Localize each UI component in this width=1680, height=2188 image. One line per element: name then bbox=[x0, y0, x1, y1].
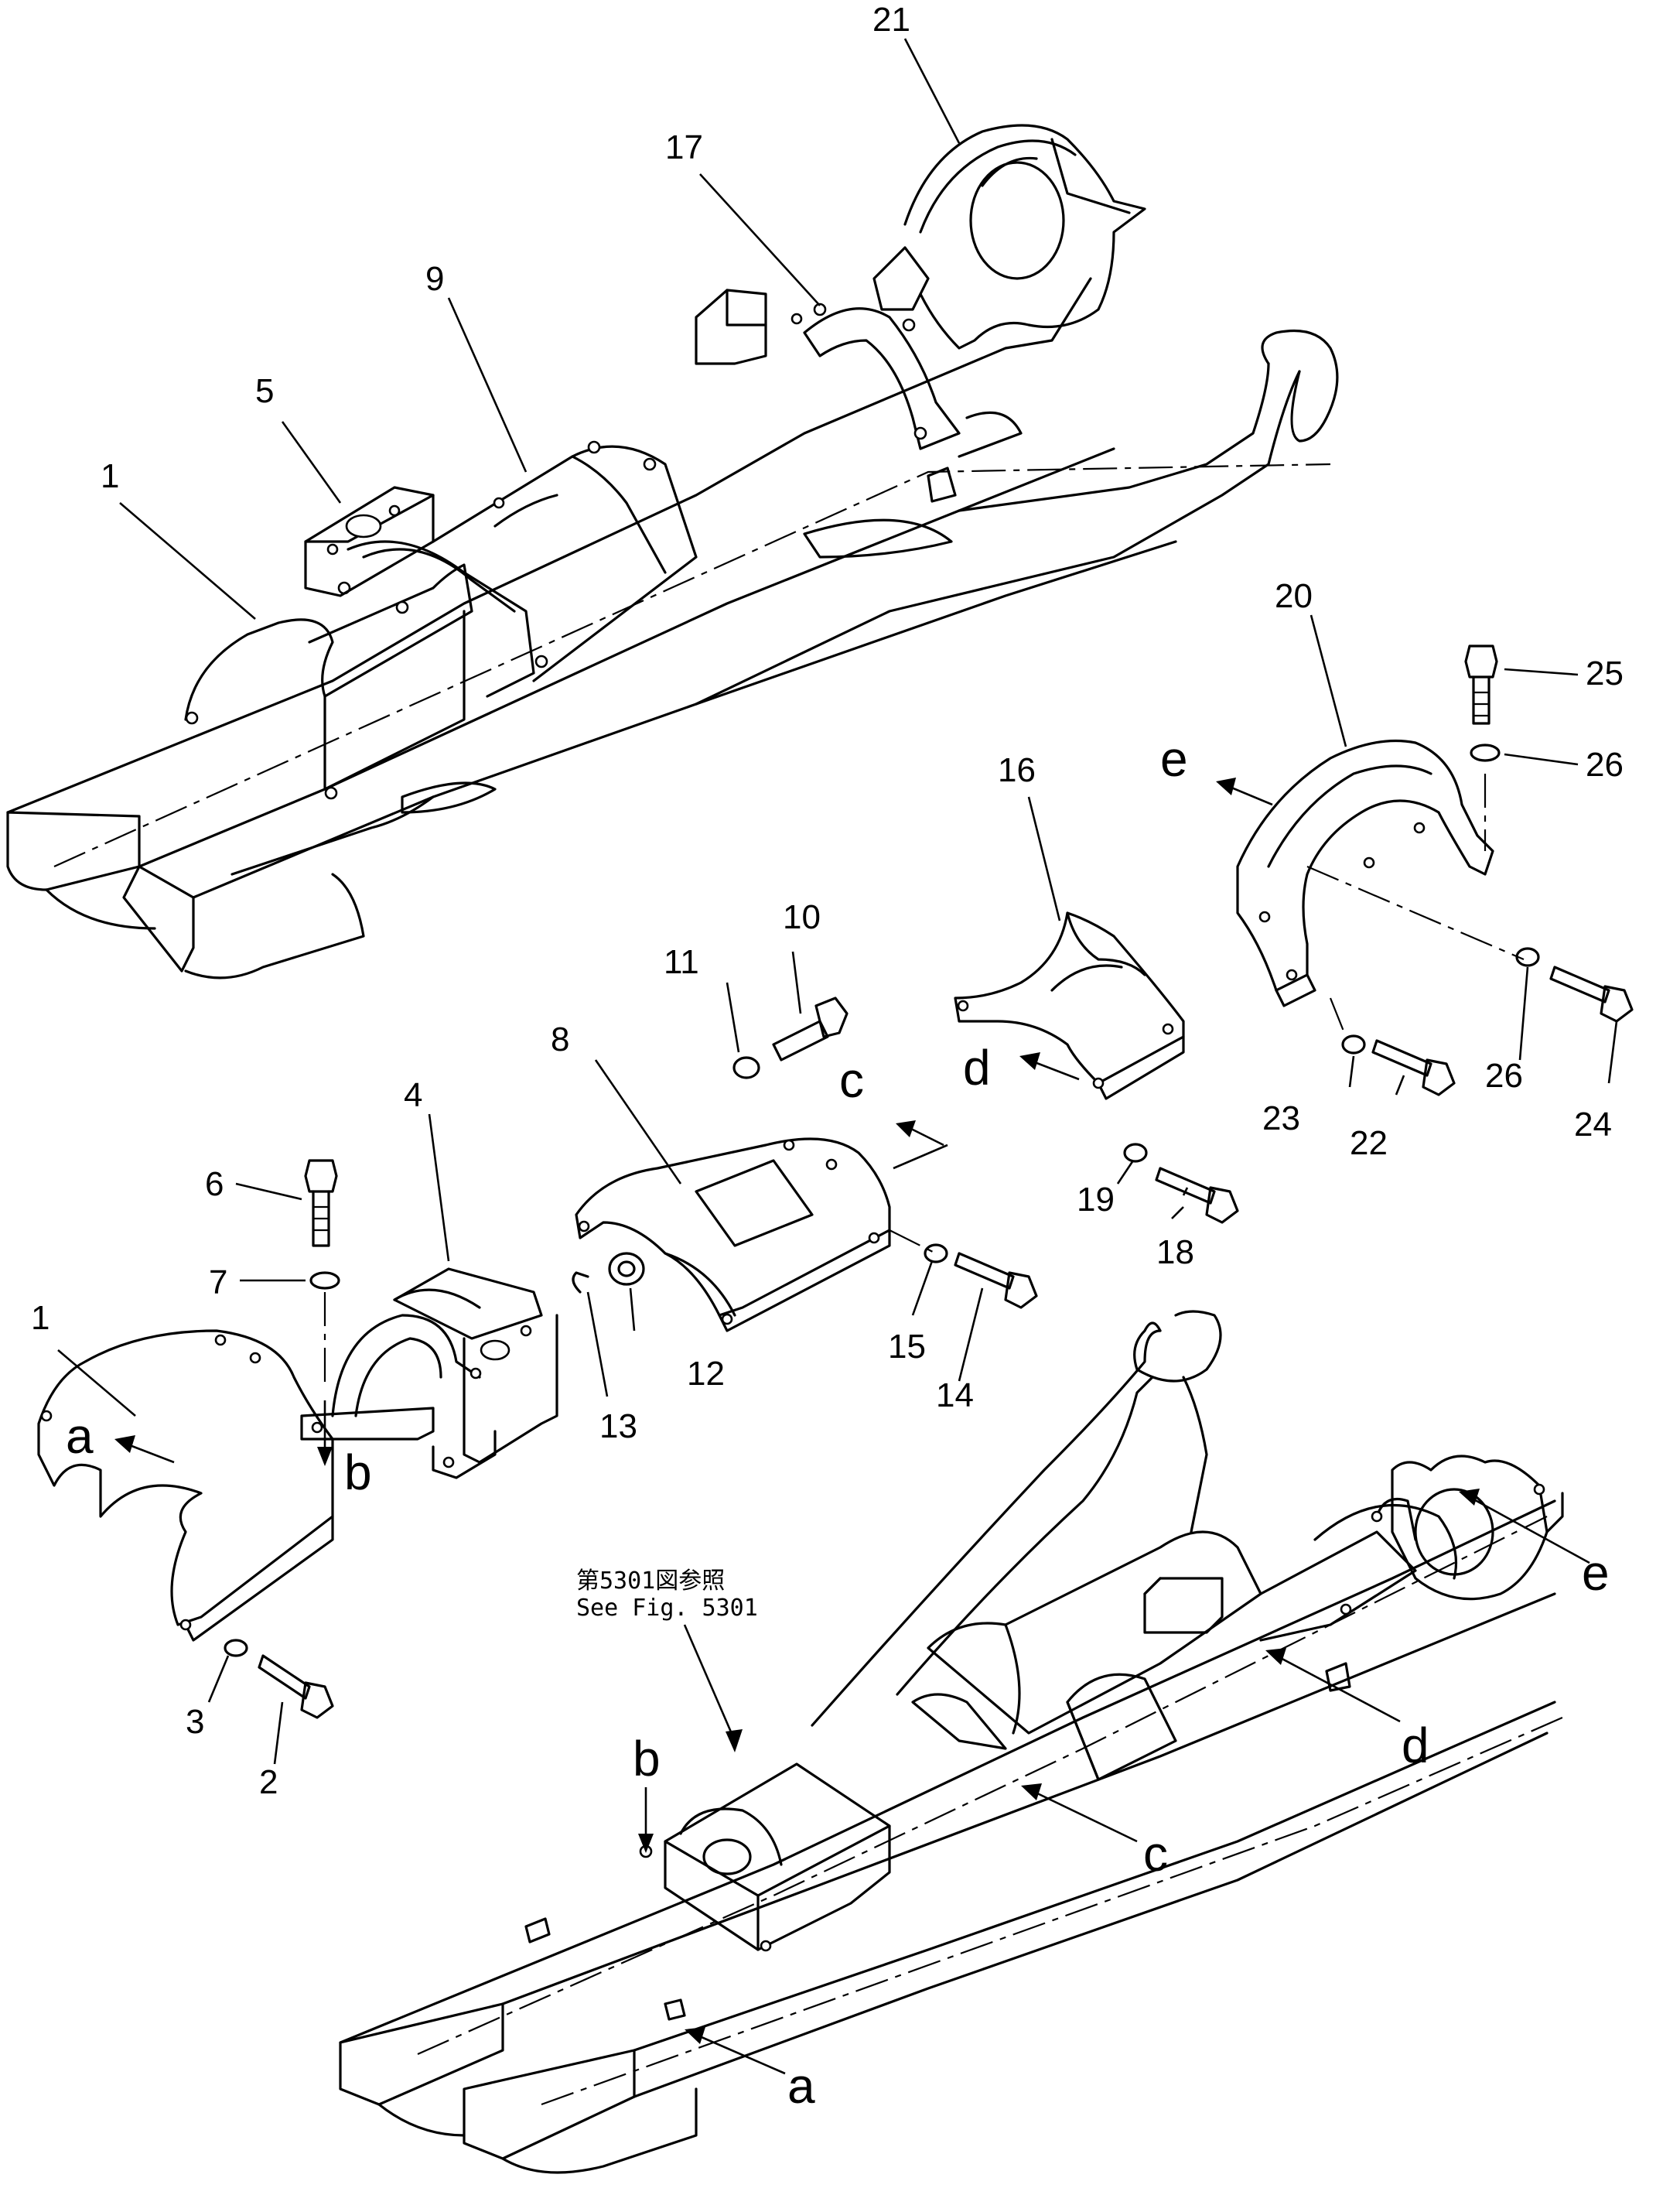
label-letter-a-part: a bbox=[66, 1408, 94, 1464]
top-assembly bbox=[6, 124, 1339, 979]
label-letter-b-frame: b bbox=[633, 1731, 661, 1786]
top-body-upper-edge bbox=[6, 277, 1092, 814]
label-part-12: 12 bbox=[687, 1355, 725, 1393]
top-cover-9 bbox=[432, 445, 698, 682]
part-10-bolt bbox=[772, 997, 849, 1062]
label-part-2: 2 bbox=[259, 1763, 278, 1801]
top-mount-box bbox=[695, 289, 767, 365]
label-part-3: 3 bbox=[186, 1703, 204, 1741]
part-16-cover bbox=[954, 911, 1185, 1085]
leader-lines bbox=[57, 38, 1618, 1765]
part-3-washer bbox=[224, 1639, 248, 1657]
label-letter-b-part: b bbox=[344, 1444, 372, 1500]
label-part-5: 5 bbox=[255, 372, 274, 410]
part-4-bracket bbox=[300, 1407, 435, 1441]
bottom-body bbox=[927, 1530, 1262, 1735]
top-centerline bbox=[53, 463, 1331, 868]
part-26-washer-lower bbox=[1515, 947, 1540, 967]
top-rail-end-left bbox=[6, 811, 141, 891]
label-letter-e-part: e bbox=[1160, 731, 1188, 787]
label-part-20: 20 bbox=[1275, 577, 1313, 615]
part-number-labels: 1 5 9 17 21 20 25 26 16 10 11 8 4 6 7 1 … bbox=[31, 1, 1624, 1801]
top-guard-21 bbox=[903, 124, 1146, 350]
part-15-washer bbox=[924, 1243, 948, 1263]
bottom-frame bbox=[339, 1310, 1564, 2174]
label-part-10: 10 bbox=[783, 898, 821, 936]
part-6-bolt bbox=[304, 1159, 338, 1247]
label-letter-d-frame: d bbox=[1402, 1718, 1429, 1773]
label-part-22: 22 bbox=[1350, 1124, 1388, 1162]
bottom-rail-upper bbox=[339, 1499, 1556, 2044]
label-part-1-top: 1 bbox=[101, 457, 119, 495]
reference-note: 第5301図参照 See Fig. 5301 bbox=[576, 1567, 758, 1622]
part-19-washer bbox=[1123, 1143, 1148, 1163]
label-letter-c-part: c bbox=[839, 1052, 864, 1108]
label-letter-e-frame: e bbox=[1582, 1545, 1610, 1601]
label-part-11: 11 bbox=[664, 943, 699, 981]
top-arm-lower bbox=[695, 370, 1301, 706]
label-part-26-upper: 26 bbox=[1586, 746, 1624, 784]
part-14-bolt bbox=[954, 1252, 1038, 1309]
part-1-cover bbox=[37, 1329, 334, 1626]
bottom-rear-casting bbox=[1391, 1455, 1549, 1601]
label-part-9: 9 bbox=[425, 260, 444, 298]
part-2-bolt bbox=[258, 1654, 334, 1719]
label-part-16: 16 bbox=[998, 751, 1036, 789]
part-13-pin bbox=[572, 1271, 589, 1294]
top-rail-end-right bbox=[122, 865, 195, 973]
part-18-bolt bbox=[1155, 1167, 1239, 1224]
part-23-washer bbox=[1341, 1034, 1366, 1055]
label-part-7: 7 bbox=[209, 1263, 227, 1301]
bottom-arm-knuckle bbox=[1133, 1310, 1222, 1383]
direction-arrows bbox=[114, 778, 1590, 2075]
bottom-rail-left bbox=[339, 2002, 504, 2106]
label-part-4: 4 bbox=[404, 1076, 422, 1114]
label-part-14: 14 bbox=[936, 1376, 974, 1414]
top-cover-17 bbox=[803, 307, 961, 450]
bottom-arm bbox=[811, 1329, 1162, 1727]
label-part-1-mid: 1 bbox=[31, 1299, 50, 1337]
label-part-25: 25 bbox=[1586, 655, 1624, 692]
label-part-24: 24 bbox=[1574, 1106, 1612, 1144]
label-part-8: 8 bbox=[551, 1020, 569, 1058]
bottom-bracket bbox=[664, 1762, 891, 1951]
part-24-bolt bbox=[1549, 966, 1634, 1023]
label-letter-a-frame: a bbox=[787, 2058, 815, 2114]
reference-note-jp: 第5301図参照 bbox=[576, 1567, 725, 1595]
label-part-13: 13 bbox=[599, 1407, 637, 1445]
part-25-bolt bbox=[1464, 644, 1498, 725]
bottom-rail-lower bbox=[633, 1701, 1556, 2052]
part-11-washer bbox=[732, 1056, 760, 1079]
exploded-parts bbox=[37, 644, 1634, 1719]
part-12-nut bbox=[608, 1252, 645, 1286]
label-part-17: 17 bbox=[665, 128, 703, 166]
bottom-centerline bbox=[417, 1516, 1548, 2056]
label-part-23: 23 bbox=[1262, 1099, 1300, 1137]
bottom-small-box bbox=[1143, 1577, 1224, 1634]
label-letter-d-part: d bbox=[963, 1040, 991, 1096]
part-26-washer-upper bbox=[1470, 744, 1501, 762]
top-arm-knuckle bbox=[1261, 329, 1339, 443]
letter-labels: a b c d e a b c d e bbox=[66, 731, 1610, 2114]
label-part-6: 6 bbox=[205, 1165, 224, 1203]
part-22-bolt bbox=[1371, 1039, 1456, 1096]
top-cover-1 bbox=[184, 618, 334, 791]
label-part-19: 19 bbox=[1077, 1181, 1115, 1219]
label-letter-c-frame: c bbox=[1143, 1826, 1168, 1882]
bottom-rail-right bbox=[463, 2049, 636, 2160]
part-8-cover bbox=[575, 1137, 891, 1317]
label-part-15: 15 bbox=[888, 1328, 926, 1366]
part-7-washer bbox=[309, 1271, 340, 1290]
reference-note-en: See Fig. 5301 bbox=[576, 1595, 758, 1622]
label-part-21: 21 bbox=[872, 1, 910, 39]
part-20-guard bbox=[1236, 739, 1494, 992]
label-part-18: 18 bbox=[1156, 1233, 1194, 1271]
label-part-26-lower: 26 bbox=[1485, 1057, 1523, 1095]
